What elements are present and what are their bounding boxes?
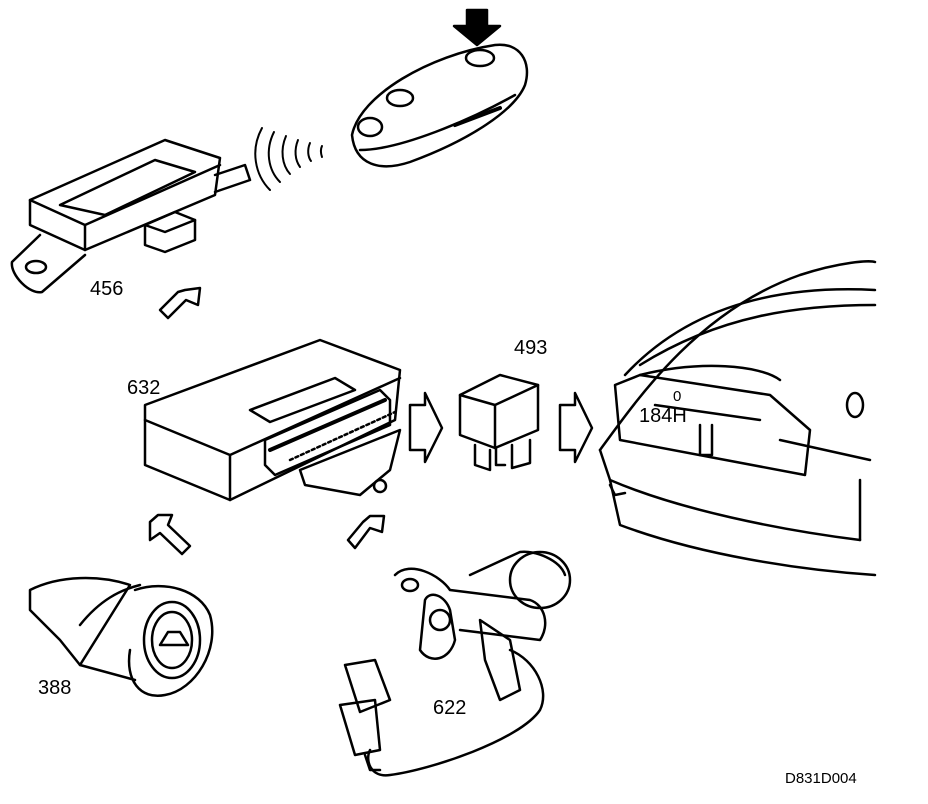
label-switch: 388	[38, 677, 72, 699]
figure-code: D831D004	[785, 770, 857, 787]
relay	[458, 373, 540, 472]
control-module	[143, 338, 402, 502]
press-arrow	[452, 8, 502, 47]
label-remote-receiver: 456	[90, 278, 124, 300]
hollow-arrows	[148, 286, 594, 556]
car-rear	[598, 260, 877, 577]
remote-receiver	[10, 138, 252, 294]
label-tailgate-handle: 184H	[639, 405, 687, 427]
remote-key-fob	[350, 43, 529, 168]
radio-waves	[254, 127, 323, 191]
trunk-switch	[28, 576, 214, 698]
label-tailgate-zero: 0	[673, 388, 682, 405]
label-lock-motor: 622	[433, 697, 467, 719]
label-relay: 493	[514, 337, 548, 359]
lock-motor	[338, 550, 572, 777]
label-control-module: 632	[127, 377, 161, 399]
